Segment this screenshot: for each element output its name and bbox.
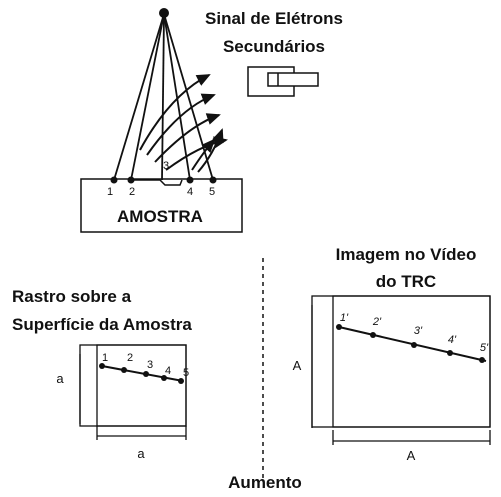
raster-width-label: a bbox=[137, 446, 145, 461]
sample-point-label: 1 bbox=[107, 186, 113, 198]
video-point-label: 5' bbox=[480, 342, 489, 354]
raster-frame bbox=[79, 344, 187, 440]
raster-title-line1: Rastro sobre a bbox=[12, 287, 132, 306]
video-point-label: 4' bbox=[448, 334, 457, 346]
raster-title-line2: Superfície da Amostra bbox=[12, 315, 192, 334]
raster-scan-line: 1 2 3 4 5 bbox=[99, 352, 189, 384]
raster-point-label: 2 bbox=[127, 352, 133, 364]
video-point-label: 1' bbox=[340, 312, 349, 324]
sample-block: AMOSTRA 1 2 3 4 5 bbox=[80, 160, 243, 233]
electron-source bbox=[159, 8, 169, 18]
video-height-label: A bbox=[293, 358, 302, 373]
sample-point-label: 3 bbox=[163, 160, 169, 172]
sample-point-label: 2 bbox=[129, 186, 135, 198]
video-width-label: A bbox=[407, 448, 416, 463]
sample-label: AMOSTRA bbox=[117, 207, 203, 226]
secondary-electron-detector bbox=[247, 66, 319, 97]
raster-point-label: 1 bbox=[102, 352, 108, 364]
sample-point-label: 4 bbox=[187, 186, 193, 198]
sample-point-label: 5 bbox=[209, 186, 215, 198]
video-title-line1: Imagem no Vídeo bbox=[336, 245, 477, 264]
video-frame bbox=[311, 295, 491, 445]
video-point-label: 3' bbox=[414, 325, 423, 337]
video-point-label: 2' bbox=[372, 316, 382, 328]
magnification-label: Aumento bbox=[228, 473, 302, 492]
signal-title-line2: Secundários bbox=[223, 37, 325, 56]
incident-beams bbox=[113, 13, 214, 181]
video-scan-line: 1' 2' 3' 4' 5' bbox=[336, 312, 489, 363]
signal-title-line1: Sinal de Elétrons bbox=[205, 9, 343, 28]
raster-height-label: a bbox=[56, 371, 64, 386]
raster-point-label: 4 bbox=[165, 365, 171, 377]
video-title-line2: do TRC bbox=[376, 272, 436, 291]
raster-point-label: 5 bbox=[183, 367, 189, 379]
secondary-electron-arrows bbox=[139, 74, 228, 173]
raster-point-label: 3 bbox=[147, 359, 153, 371]
